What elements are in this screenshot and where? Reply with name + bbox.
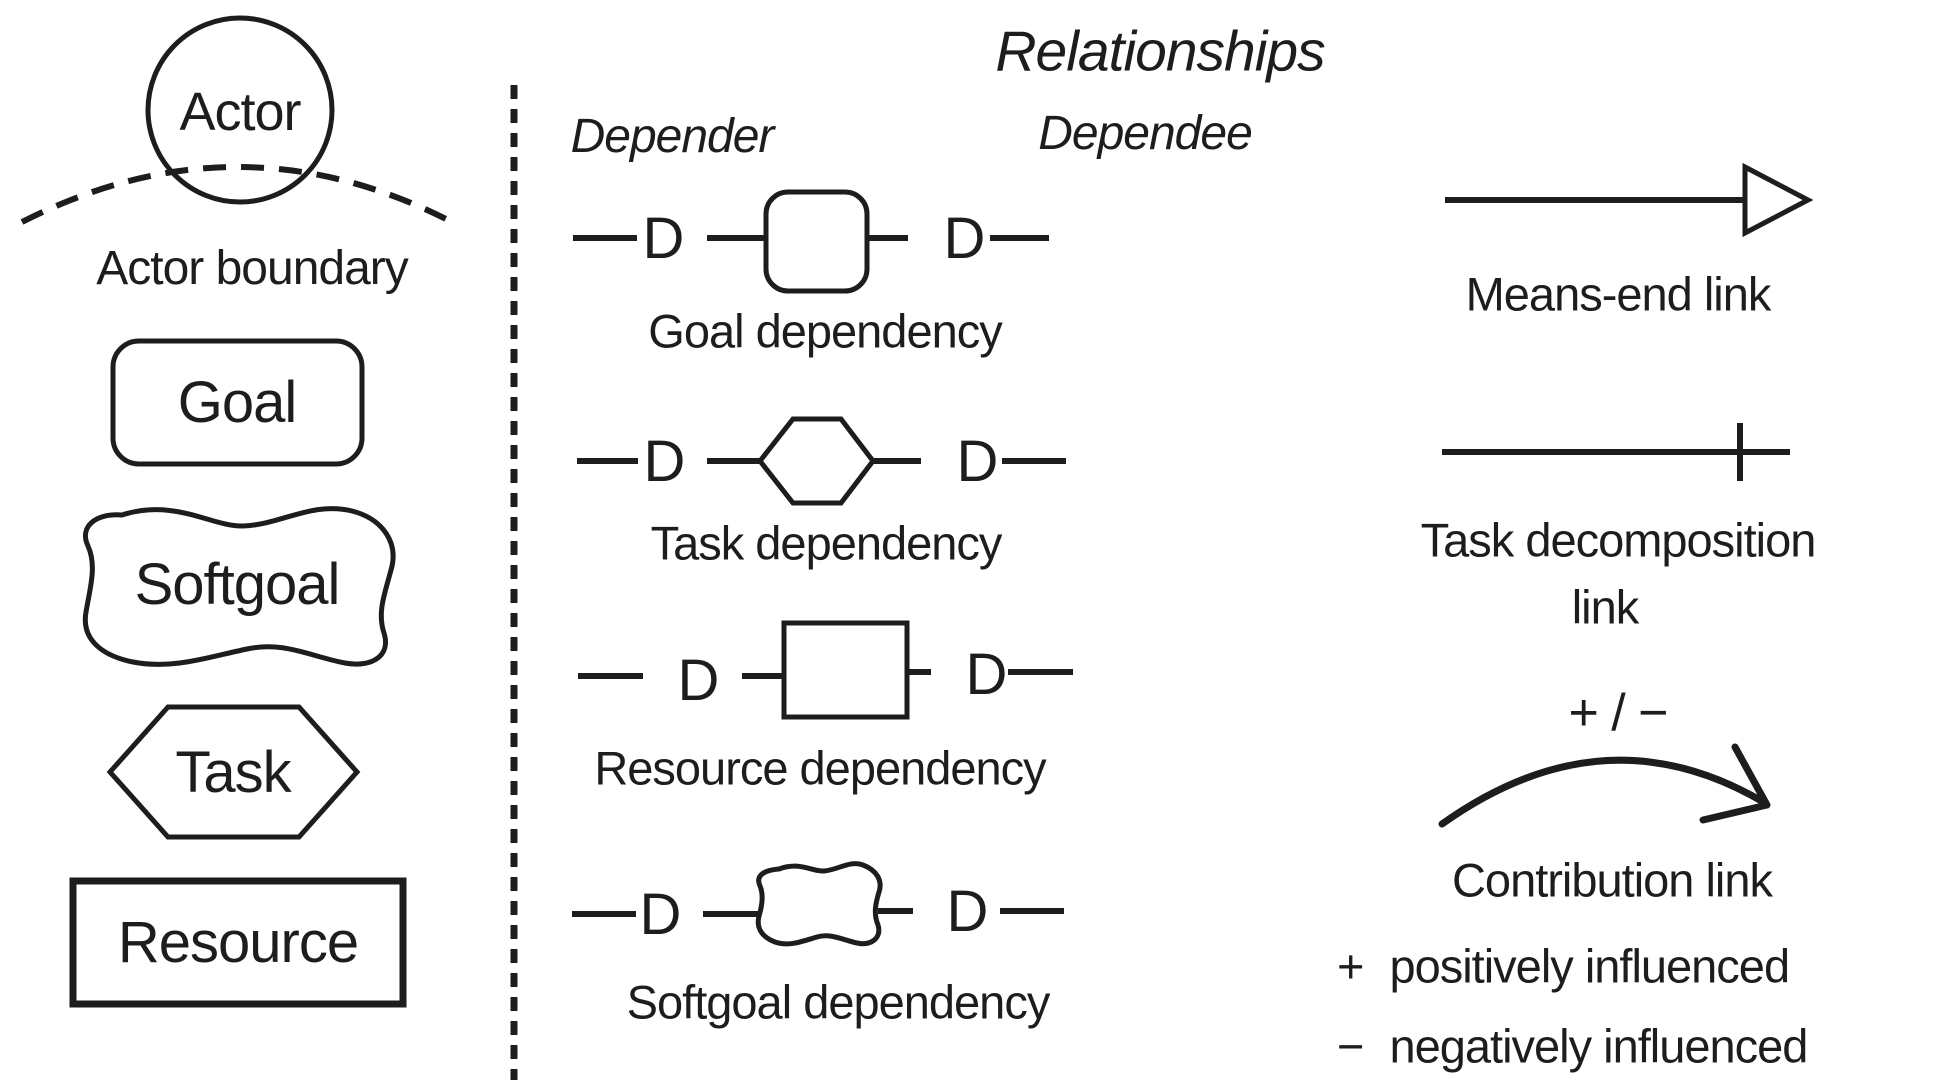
dependency-marker: D — [943, 206, 986, 271]
task-label: Task — [175, 740, 291, 805]
task-dependency-symbol — [577, 416, 1066, 506]
softgoal-dependency-symbol — [572, 861, 1064, 947]
actor-label: Actor — [179, 82, 301, 142]
actor-circle — [145, 15, 335, 205]
negative-influence-text: negatively influenced — [1389, 1019, 1808, 1073]
dependency-marker: D — [639, 882, 682, 947]
softgoal-label: Softgoal — [134, 552, 341, 617]
task-decomposition-link-label-line1: Task decomposition — [1420, 513, 1817, 567]
goal-label: Goal — [177, 370, 298, 435]
resource-dependency-symbol — [578, 620, 1073, 720]
dependency-marker: D — [642, 206, 685, 271]
means-end-arrow — [1445, 162, 1814, 238]
contribution-plus-minus-annotation: + / − — [1568, 684, 1668, 742]
task-decomposition-link-label-line2: link — [1571, 580, 1640, 634]
task-decomposition-link-symbol — [1442, 423, 1790, 481]
means-end-link-label: Means-end link — [1465, 267, 1772, 321]
goal-dependency-symbol — [573, 189, 1049, 294]
softgoal-dependency-caption: Softgoal dependency — [626, 975, 1051, 1029]
actor-boundary-arc — [20, 164, 454, 225]
dependee-label: Dependee — [1038, 107, 1253, 160]
goal-dependency-caption: Goal dependency — [648, 304, 1002, 358]
dependency-marker: D — [643, 429, 686, 494]
task-shape — [106, 704, 361, 840]
task-dependency-caption: Task dependency — [650, 516, 1003, 570]
dependency-marker: D — [956, 429, 999, 494]
resource-label: Resource — [117, 910, 359, 975]
minus-symbol: − — [1337, 1019, 1364, 1073]
resource-dependency-caption: Resource dependency — [594, 741, 1046, 795]
depender-label: Depender — [570, 110, 775, 163]
actor-boundary-label: Actor boundary — [96, 242, 409, 295]
relationships-title: Relationships — [995, 19, 1325, 84]
softgoal-shape — [82, 506, 396, 667]
dependency-marker: D — [677, 648, 720, 713]
contribution-link-label: Contribution link — [1451, 853, 1773, 907]
positive-influence-legend: + positively influenced — [1337, 939, 1790, 994]
goal-shape — [110, 338, 365, 467]
plus-symbol: + — [1337, 939, 1364, 993]
dependency-marker: D — [946, 879, 989, 944]
negative-influence-legend: − negatively influenced — [1337, 1019, 1808, 1074]
positive-influence-text: positively influenced — [1389, 939, 1790, 993]
dependency-marker: D — [965, 642, 1008, 707]
resource-shape — [69, 877, 407, 1008]
contribution-arrow — [1438, 743, 1771, 828]
